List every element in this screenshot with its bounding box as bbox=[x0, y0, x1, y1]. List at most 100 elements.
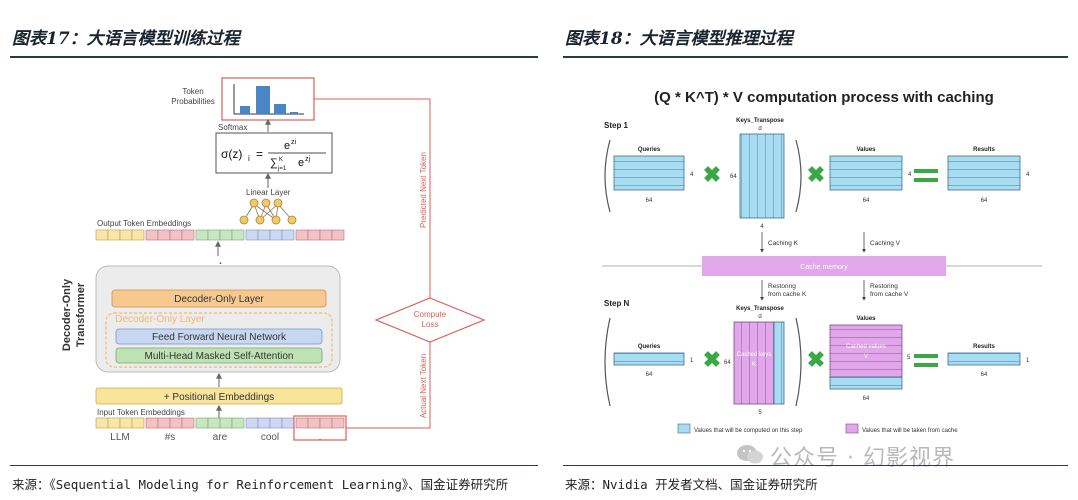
step1-queries-rows: 4 bbox=[690, 172, 694, 178]
input-embeddings-row bbox=[95, 417, 345, 429]
cache-memory-bar bbox=[702, 256, 946, 276]
softmax-label: Softmax bbox=[218, 123, 247, 132]
training-diagram: Token Probabilities Softmax σ(z) i = e z… bbox=[61, 77, 486, 443]
stepn-queries-rows: 1 bbox=[690, 358, 694, 364]
stepn-multiply-1: ✖ bbox=[703, 347, 721, 372]
left-footer-rule bbox=[10, 465, 538, 466]
stepn-results-matrix bbox=[947, 352, 1021, 366]
positional-embeddings-label: + Positional Embeddings bbox=[164, 392, 274, 403]
step1-values-cols: 64 bbox=[863, 198, 870, 204]
transformer-label-1: Decoder-Only bbox=[61, 278, 73, 351]
input-token-2: are bbox=[213, 432, 228, 443]
right-footer-rule bbox=[563, 465, 1068, 466]
cached-keys-label-1: Cached keys bbox=[737, 352, 772, 358]
step1-results-rows: 4 bbox=[1026, 172, 1030, 178]
formula-den-e-sup: zj bbox=[305, 156, 311, 163]
step1-keys-matrix bbox=[739, 133, 785, 219]
output-embeddings-row bbox=[95, 229, 345, 241]
decoder-layer-faded-box bbox=[105, 312, 333, 368]
left-figure-title: 图表17：大语言模型训练过程 bbox=[12, 29, 240, 49]
formula-sum: ∑ bbox=[270, 157, 278, 169]
step1-keys-cols: 4 bbox=[760, 224, 764, 230]
formula-sub: i bbox=[248, 154, 250, 163]
stepn-keys-cols: 5 bbox=[758, 410, 762, 416]
stepn-queries-cols: 64 bbox=[646, 372, 653, 378]
stepn-keys-label: Keys_Transpose bbox=[736, 306, 784, 312]
prob-bar-4 bbox=[290, 112, 298, 114]
step1-keys-rows: 64 bbox=[730, 174, 737, 180]
token-probabilities-label-1: Token bbox=[182, 87, 203, 96]
mhmsa-label: Multi-Head Masked Self-Attention bbox=[145, 351, 294, 362]
left-title-rule bbox=[10, 56, 538, 58]
actual-next-token-label: Actual Next Token bbox=[419, 354, 428, 418]
step1-multiply-2: ✖ bbox=[807, 162, 825, 187]
cached-values-label-2: V bbox=[864, 354, 868, 360]
step1-equals bbox=[914, 169, 938, 182]
stepn-values-rows: 5 bbox=[907, 355, 911, 361]
stepn-queries-label: Queries bbox=[638, 344, 661, 350]
stepn-keys-d: d bbox=[758, 314, 761, 320]
stepn-results-label: Results bbox=[973, 344, 995, 350]
stepn-new-key-column bbox=[773, 321, 785, 405]
stepn-label: Step N bbox=[604, 299, 630, 308]
cache-memory-label: Cache memory bbox=[800, 264, 848, 271]
legend-cache-label: Values that will be taken from cache bbox=[862, 428, 958, 434]
right-source-text: 来源：Nvidia 开发者文档、国金证券研究所 bbox=[565, 477, 818, 492]
input-token-embeddings-label: Input Token Embeddings bbox=[97, 408, 185, 417]
stepn-values-cols: 64 bbox=[863, 396, 870, 402]
step1-keys-d: d bbox=[758, 126, 761, 132]
restoring-k-label-1: Restoring bbox=[768, 283, 796, 290]
transformer-label-2: Transformer bbox=[75, 282, 87, 347]
step1-values-rows: 4 bbox=[908, 172, 912, 178]
input-token-3: cool bbox=[261, 432, 279, 443]
restoring-v-label-1: Restoring bbox=[870, 283, 898, 290]
right-title-rule bbox=[563, 56, 1068, 58]
input-token-0: LLM bbox=[110, 432, 129, 443]
linear-layer-network bbox=[239, 198, 297, 225]
step1-left-paren bbox=[604, 139, 611, 213]
stepn-right-paren bbox=[795, 317, 802, 407]
watermark-text: 公众号 · 幻影视界 bbox=[770, 446, 955, 471]
formula-den-e: e bbox=[298, 157, 304, 169]
right-figure-title: 图表18：大语言模型推理过程 bbox=[565, 29, 793, 49]
formula-numerator: e bbox=[284, 140, 290, 152]
predicted-next-token-label: Predicted Next Token bbox=[419, 152, 428, 228]
step1-keys-label: Keys_Transpose bbox=[736, 118, 784, 124]
stepn-keys-rows: 64 bbox=[724, 360, 731, 366]
input-token-4: . bbox=[319, 432, 322, 443]
stepn-results-rows: 1 bbox=[1026, 358, 1030, 364]
feed-forward-label: Feed Forward Neural Network bbox=[152, 332, 287, 343]
step1-results-label: Results bbox=[973, 147, 995, 153]
step1-values-matrix bbox=[829, 155, 903, 191]
mhmsa-box bbox=[115, 347, 323, 364]
stepn-values-label: Values bbox=[856, 316, 876, 322]
decoder-layer-top-label: Decoder-Only Layer bbox=[174, 294, 264, 305]
formula-sum-sup: K bbox=[279, 157, 283, 163]
inference-heading: (Q * K^T) * V computation process with c… bbox=[654, 89, 994, 106]
token-probabilities-label-2: Probabilities bbox=[171, 97, 215, 106]
prob-bar-3 bbox=[274, 104, 286, 114]
stepn-cached-keys-matrix bbox=[733, 321, 775, 405]
stepn-results-cols: 64 bbox=[981, 372, 988, 378]
restoring-k-label-2: from cache K bbox=[768, 291, 807, 298]
actual-token-line bbox=[346, 342, 431, 429]
decoder-layer-faded-label: Decoder-Only Layer bbox=[115, 314, 205, 325]
step1-multiply-1: ✖ bbox=[703, 162, 721, 187]
stepn-new-value-row bbox=[829, 376, 903, 390]
stepn-equals bbox=[914, 354, 938, 367]
step1-label: Step 1 bbox=[604, 121, 629, 130]
positional-embeddings-box bbox=[95, 387, 343, 405]
step1-queries-cols: 64 bbox=[646, 198, 653, 204]
prob-bar-2 bbox=[256, 86, 270, 114]
inference-diagram: (Q * K^T) * V computation process with c… bbox=[602, 89, 1042, 434]
linear-layer-label: Linear Layer bbox=[246, 188, 291, 197]
input-token-1: #s bbox=[165, 432, 176, 443]
compute-loss-diamond bbox=[374, 297, 486, 343]
formula-lhs: σ(z) bbox=[221, 147, 242, 161]
formula-numerator-sup: zi bbox=[291, 139, 297, 146]
legend-computed-label: Values that will be computed on this ste… bbox=[694, 428, 803, 434]
step1-values-label: Values bbox=[856, 147, 876, 153]
step1-right-paren bbox=[795, 139, 802, 213]
left-source-text: 来源：《Sequential Modeling for Reinforcemen… bbox=[12, 477, 509, 492]
feed-forward-box bbox=[115, 328, 323, 345]
